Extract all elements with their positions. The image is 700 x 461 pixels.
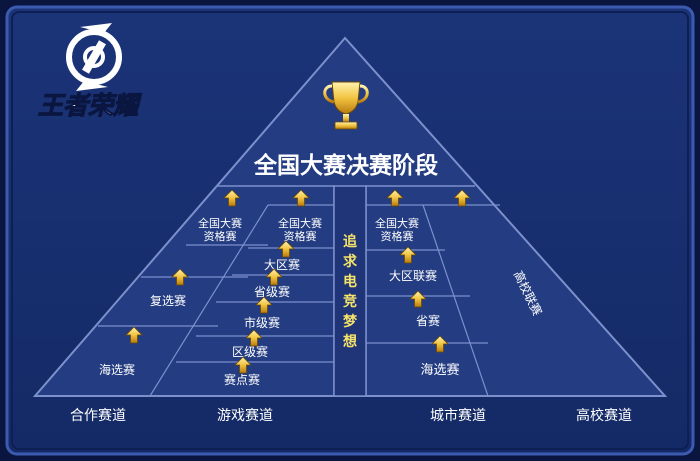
svg-text:梦: 梦	[343, 313, 358, 330]
svg-text:省赛: 省赛	[416, 313, 440, 328]
svg-text:复选赛: 复选赛	[150, 293, 186, 308]
youxi-track: 全国大赛 资格赛 大区赛 省级赛 市级赛 区级赛 赛点赛	[224, 216, 322, 387]
track-labels: 合作赛道 游戏赛道 城市赛道 高校赛道	[70, 407, 632, 424]
svg-text:竞: 竞	[343, 293, 357, 310]
apex-title: 全国大赛决赛阶段	[253, 152, 438, 179]
svg-text:大区赛: 大区赛	[264, 257, 300, 272]
svg-text:想: 想	[342, 333, 357, 350]
trophy-icon	[323, 81, 369, 130]
svg-text:区级赛: 区级赛	[232, 344, 268, 359]
city-track: 全国大赛 资格赛 大区联赛 省赛 海选赛	[375, 216, 460, 378]
svg-text:全国大赛: 全国大赛	[198, 216, 242, 230]
brand-name: 王者荣耀	[38, 91, 142, 120]
svg-text:资格赛: 资格赛	[284, 229, 317, 243]
hezuo-track: 全国大赛 资格赛 复选赛 海选赛	[99, 216, 242, 377]
track-label: 合作赛道	[70, 408, 126, 424]
center-slogan: 追 求 电 竞 梦 想	[342, 233, 358, 350]
svg-text:追: 追	[343, 233, 357, 250]
svg-text:市级赛: 市级赛	[244, 315, 280, 330]
svg-text:海选赛: 海选赛	[420, 362, 459, 378]
track-label: 高校赛道	[576, 407, 632, 424]
svg-text:全国大赛: 全国大赛	[375, 216, 419, 230]
svg-text:大区联赛: 大区联赛	[389, 268, 437, 283]
svg-text:全国大赛: 全国大赛	[278, 216, 322, 230]
svg-text:电: 电	[343, 273, 357, 290]
svg-text:资格赛: 资格赛	[381, 229, 414, 243]
svg-text:省级赛: 省级赛	[254, 284, 290, 299]
track-label: 游戏赛道	[217, 408, 273, 424]
swirl-emblem-icon	[66, 23, 122, 91]
center-column	[333, 185, 367, 397]
svg-text:海选赛: 海选赛	[99, 362, 135, 377]
svg-text:资格赛: 资格赛	[204, 229, 237, 243]
svg-text:赛点赛: 赛点赛	[224, 372, 260, 387]
track-label: 城市赛道	[430, 407, 486, 424]
brand-logo: 王者荣耀	[37, 23, 142, 121]
svg-text:求: 求	[343, 253, 358, 270]
